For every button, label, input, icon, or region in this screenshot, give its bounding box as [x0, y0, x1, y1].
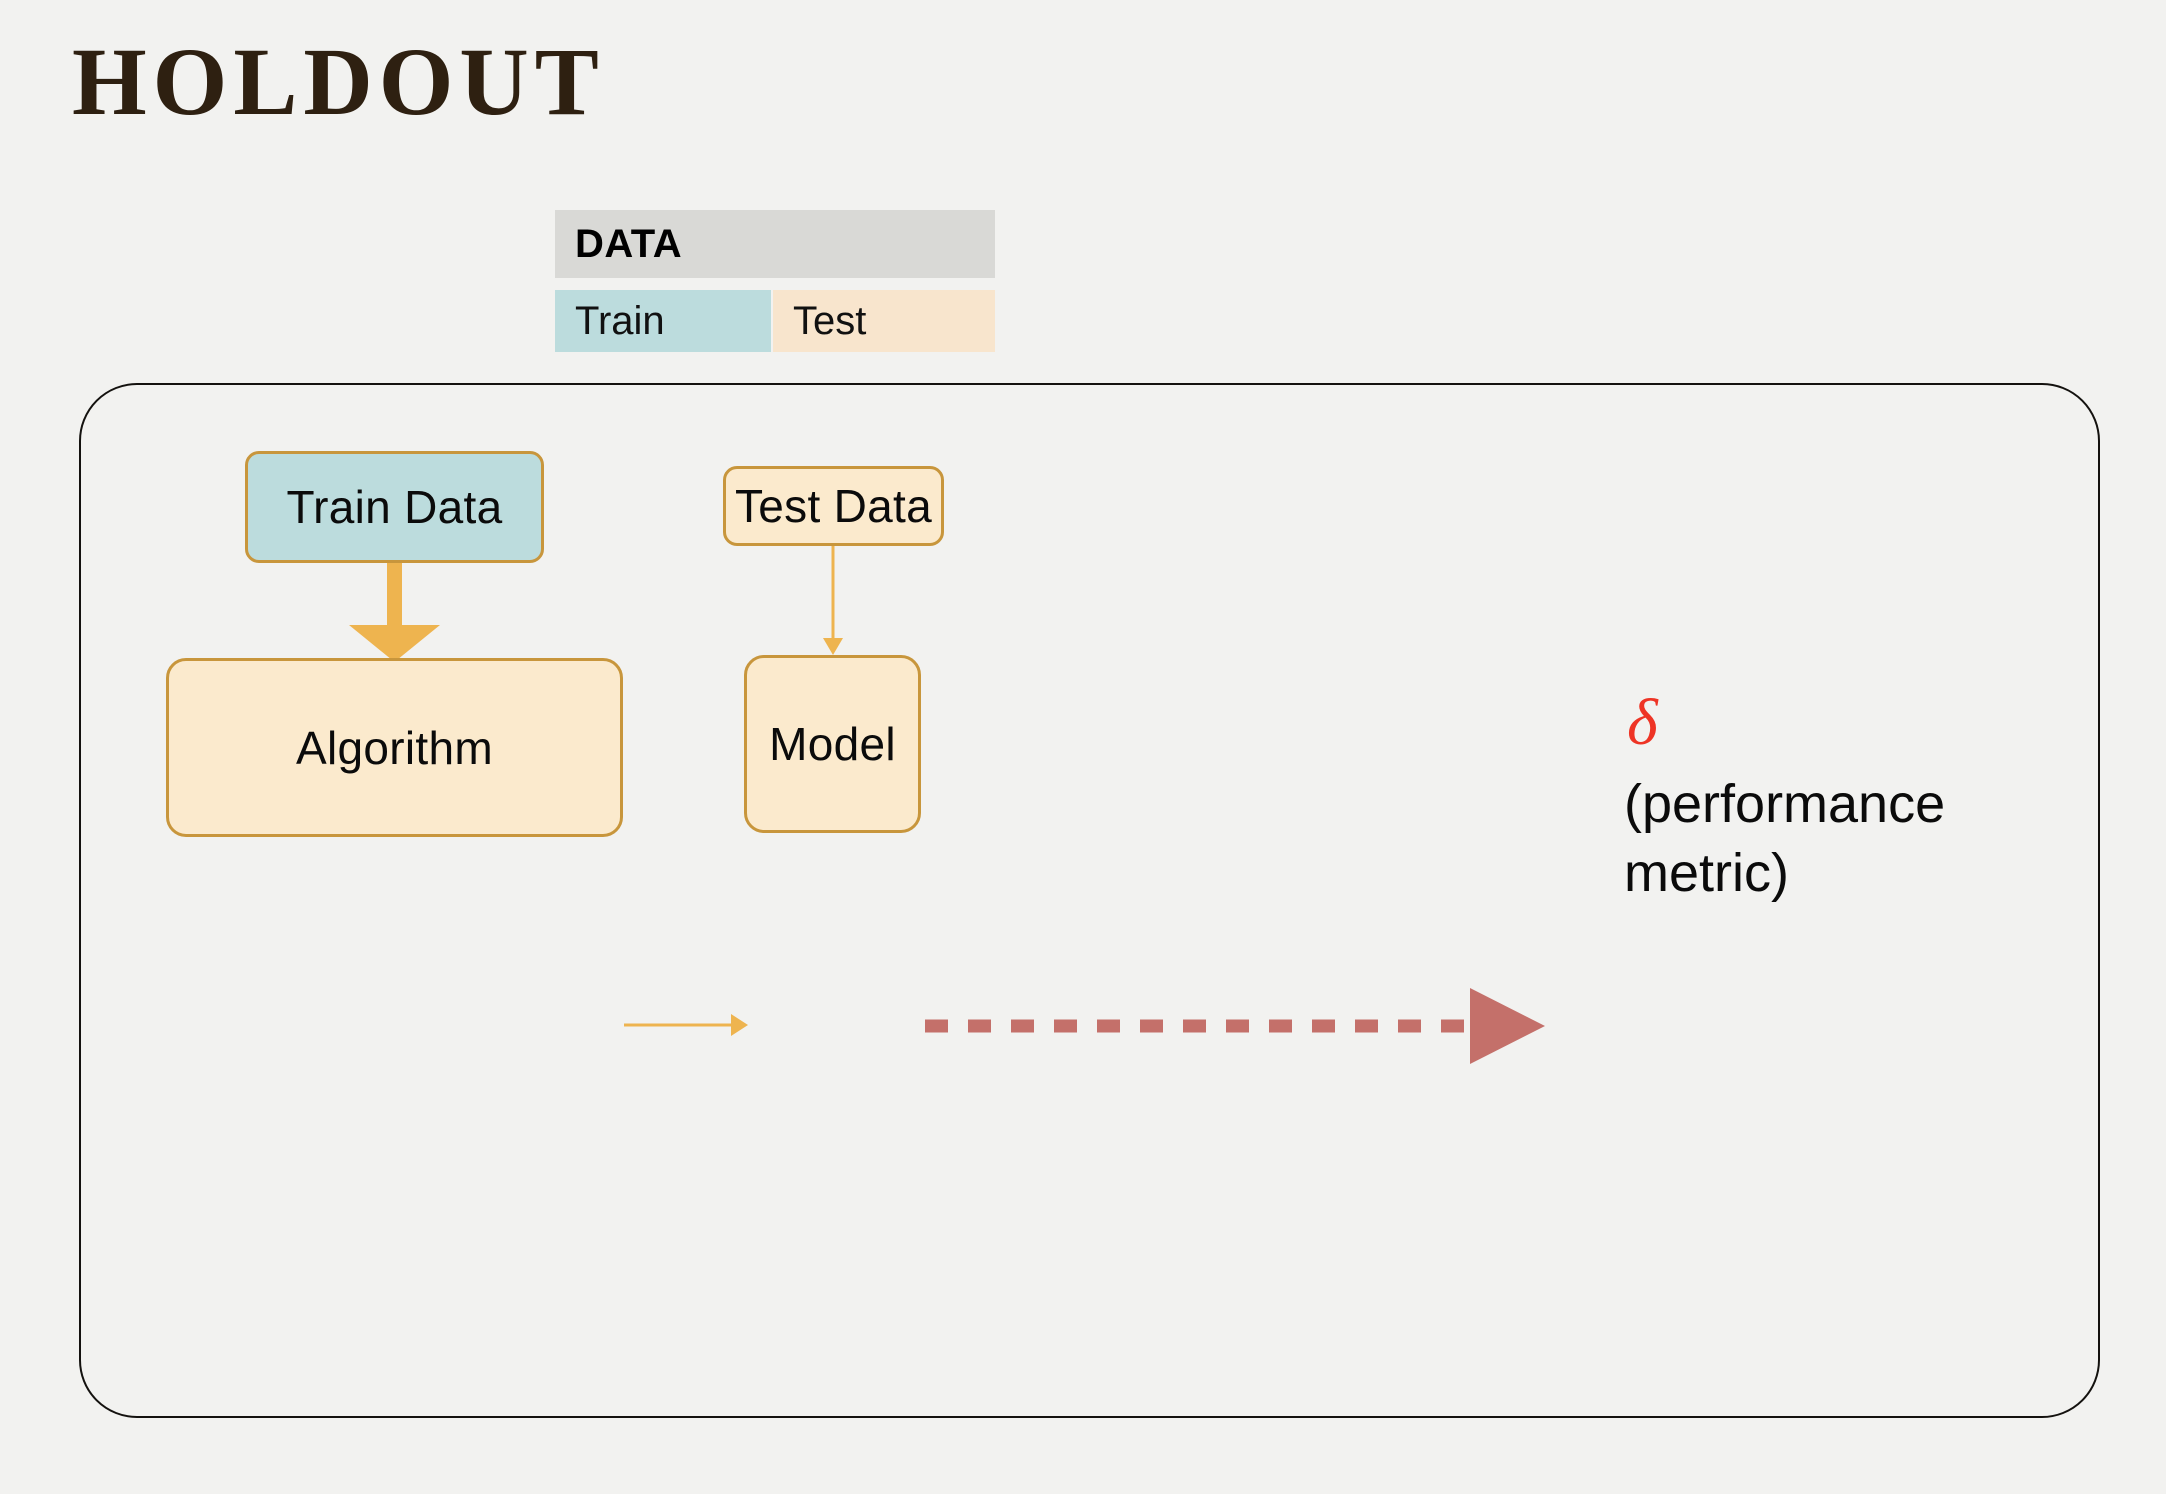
data-table: DATA Train Test: [555, 210, 995, 352]
node-algorithm[interactable]: Algorithm: [166, 658, 623, 837]
node-model[interactable]: Model: [744, 655, 921, 833]
data-cell-test: Test: [773, 290, 995, 352]
data-cell-test-label: Test: [793, 298, 867, 343]
data-cell-train-label: Train: [575, 298, 665, 343]
data-cell-train: Train: [555, 290, 772, 352]
node-train-data[interactable]: Train Data: [245, 451, 544, 563]
node-test-data-label: Test Data: [734, 480, 932, 532]
performance-metric-caption: (performance metric): [1624, 774, 1946, 904]
delta-symbol: δ: [1627, 686, 1658, 759]
node-test-data[interactable]: Test Data: [723, 466, 944, 546]
node-train-data-label: Train Data: [286, 481, 503, 533]
workflow-container: [79, 383, 2100, 1418]
node-model-label: Model: [769, 718, 896, 770]
data-table-row: Train Test: [555, 290, 995, 352]
page-title: HOLDOUT: [72, 28, 605, 135]
data-header-label: DATA: [575, 221, 683, 266]
data-table-header: DATA: [555, 210, 995, 278]
node-algorithm-label: Algorithm: [296, 721, 493, 774]
